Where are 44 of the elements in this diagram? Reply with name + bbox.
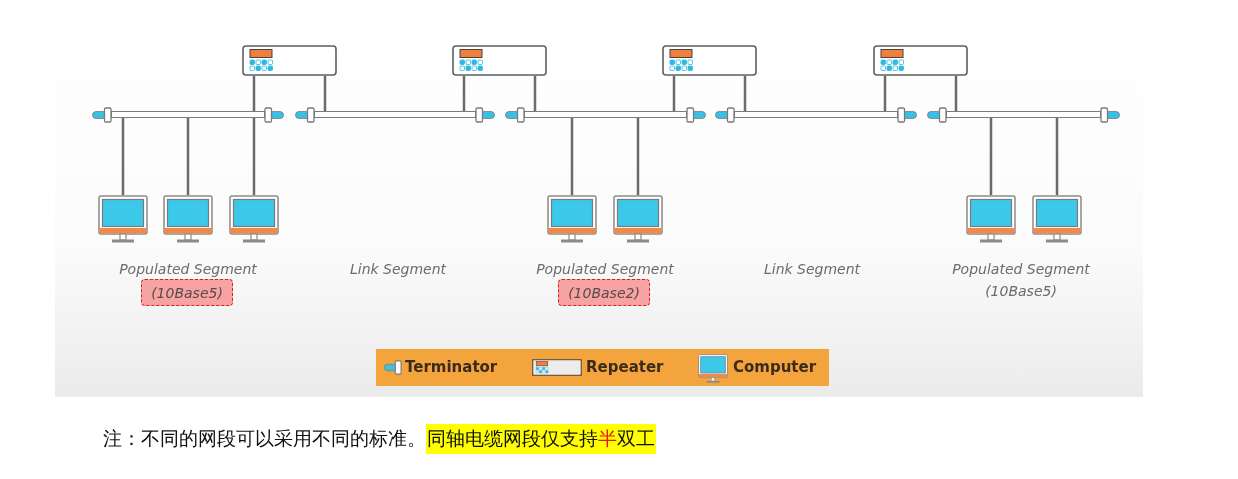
cable-line [252, 118, 256, 195]
cable-line [323, 76, 327, 111]
note-text: 注：不同的网段可以采用不同的标准。 [103, 426, 426, 451]
cable-line [989, 118, 993, 195]
cable-line [121, 118, 125, 195]
cable-line [533, 76, 537, 111]
cable-line [672, 76, 676, 111]
legend-text: Terminator [405, 358, 498, 376]
cable-line [954, 76, 958, 111]
cable-line [743, 76, 747, 111]
segment-label: Populated Segment [119, 261, 257, 277]
coax-cable [734, 111, 898, 118]
cable-line [883, 76, 887, 111]
cable-line [1055, 118, 1059, 195]
repeater-icon [873, 45, 968, 76]
repeater-icon [662, 45, 757, 76]
coax-cable [524, 111, 687, 118]
segment-label: Populated Segment [536, 261, 674, 277]
computer-icon [163, 195, 213, 243]
highlight-box: (10Base5) [141, 279, 233, 306]
coax-cable [946, 111, 1101, 118]
coax-cable [314, 111, 476, 118]
coax-cable [111, 111, 265, 118]
cable-line [636, 118, 640, 195]
computer-icon [98, 195, 148, 243]
computer-icon [966, 195, 1016, 243]
legend-text: Repeater [586, 358, 664, 376]
segment-label: Populated Segment [952, 261, 1090, 277]
cable-line [186, 118, 190, 195]
cable-line [570, 118, 574, 195]
highlight-box: (10Base2) [558, 279, 650, 306]
cable-line [252, 76, 256, 111]
computer-icon [613, 195, 663, 243]
legend-text: Computer [733, 358, 817, 376]
segment-label: Link Segment [349, 261, 447, 277]
repeater-icon [452, 45, 547, 76]
segment-label: Link Segment [763, 261, 861, 277]
computer-icon [1032, 195, 1082, 243]
cable-line [462, 76, 466, 111]
computer-icon [229, 195, 279, 243]
repeater-icon [242, 45, 337, 76]
computer-icon [547, 195, 597, 243]
segment-label: (10Base5) [985, 283, 1057, 299]
highlighted-note: 同轴电缆网段仅支持半双工 [426, 424, 656, 454]
